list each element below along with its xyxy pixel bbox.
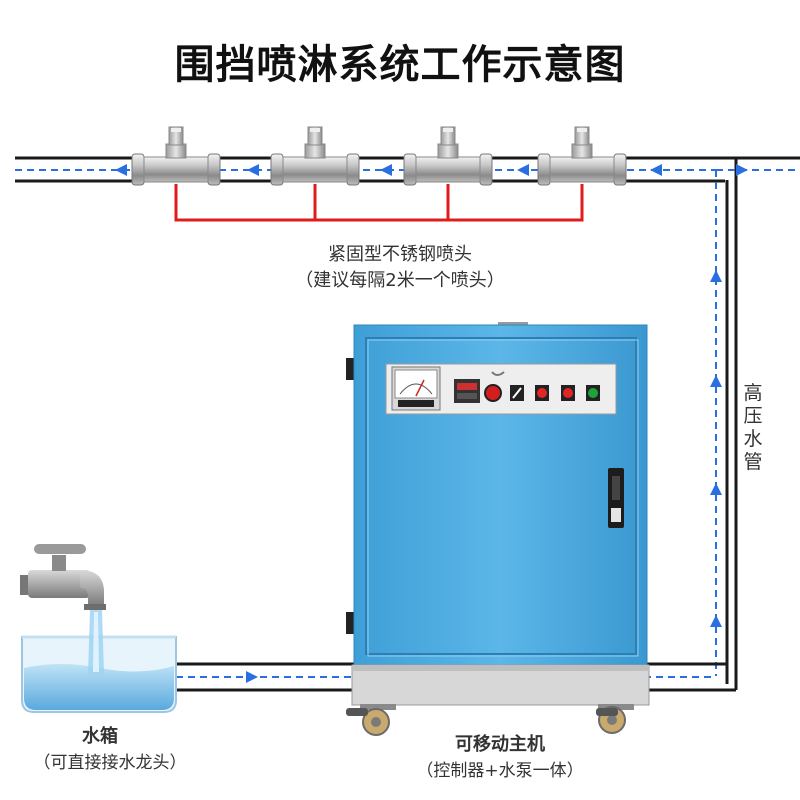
high-pressure-pipe	[715, 158, 800, 690]
flow-arrow-right	[246, 671, 258, 683]
flow-arrow-left	[517, 164, 529, 176]
flow-arrow-up	[710, 615, 722, 627]
flow-arrow-left	[380, 164, 392, 176]
nozzle-icon	[403, 126, 493, 186]
caster-wheel-icon	[596, 704, 634, 734]
green-button-icon	[586, 385, 600, 401]
faucet-icon	[20, 544, 106, 677]
flow-arrow-right	[736, 164, 748, 176]
nozzle-note: （建议每隔2米一个喷头）	[295, 270, 505, 291]
gauge-icon	[391, 366, 441, 411]
red-button-icon	[535, 385, 549, 401]
flow-arrow-up	[710, 483, 722, 495]
diagram-title: 围挡喷淋系统工作示意图	[174, 42, 626, 88]
cable-bundle-icon	[491, 371, 505, 376]
nozzle-icon	[537, 126, 627, 186]
main-unit-label: 可移动主机	[455, 734, 545, 755]
flow-arrow-up	[710, 270, 722, 282]
selector-switch-icon	[510, 385, 524, 401]
caster-wheel-icon	[346, 704, 396, 736]
main-unit-note: （控制器+水泵一体）	[416, 761, 584, 781]
nozzle-icon	[131, 126, 221, 186]
flow-arrow-up	[710, 375, 722, 387]
water-tank-label: 水箱	[82, 726, 118, 747]
nozzle-icon	[270, 126, 360, 186]
main-unit-cabinet	[346, 322, 650, 736]
timer-display-icon	[454, 379, 480, 403]
red-button-icon	[561, 385, 575, 401]
flow-arrow-left	[247, 164, 259, 176]
flow-arrow-left	[650, 164, 662, 176]
nozzle-branch-lines	[174, 184, 584, 222]
nozzle-assembly	[131, 126, 627, 186]
flow-arrows	[115, 164, 748, 683]
door-handle-icon	[608, 468, 624, 528]
bottom-pipe	[176, 662, 736, 692]
red-button-icon	[484, 384, 502, 402]
high-pressure-pipe-label: 高压水管	[743, 382, 763, 473]
nozzle-label: 紧固型不锈钢喷头	[328, 244, 472, 265]
water-tank-note: （可直接接水龙头）	[33, 753, 187, 773]
flow-arrow-left	[115, 164, 127, 176]
